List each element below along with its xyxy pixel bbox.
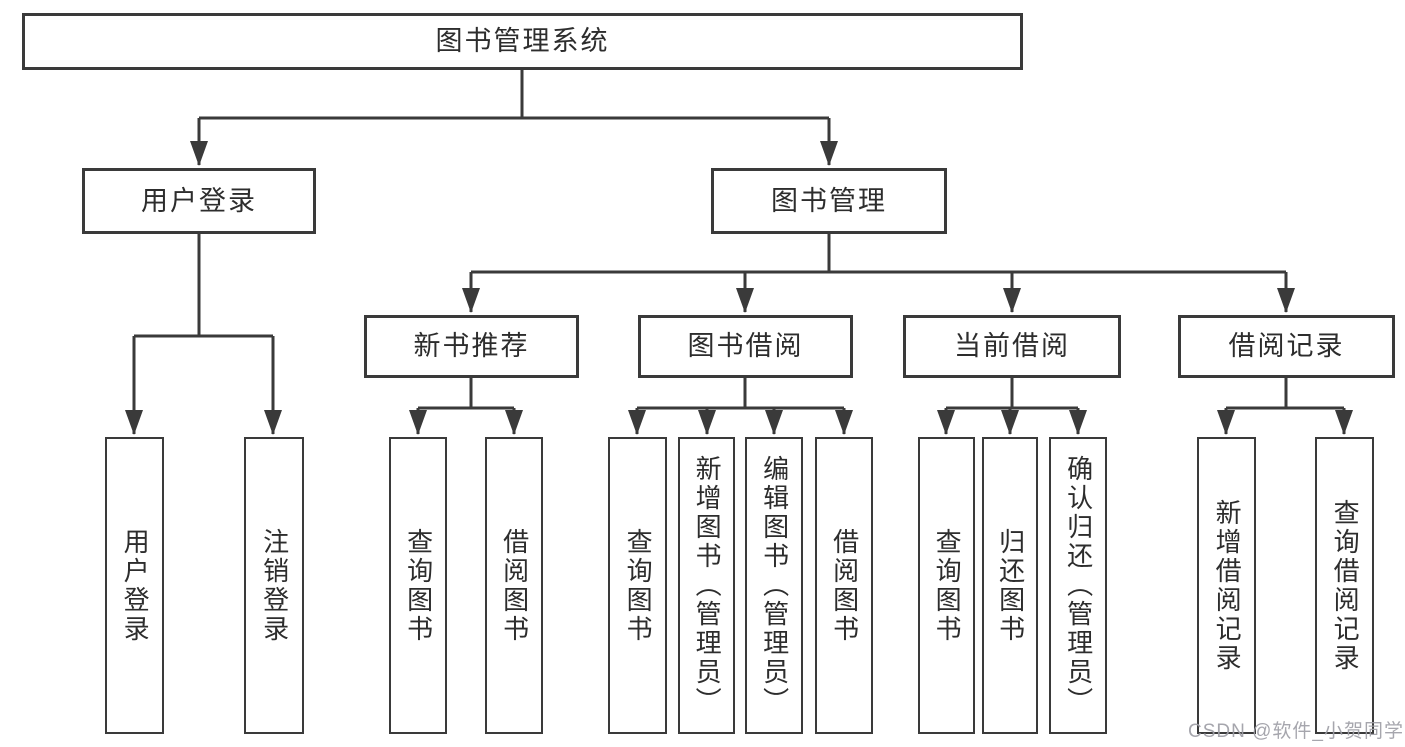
leaf-query-books-borrowing: 查询图书 bbox=[608, 437, 667, 734]
node-user-login: 用户登录 bbox=[82, 168, 316, 234]
leaf-add-books-admin: 新增图书（管理员） bbox=[678, 437, 735, 734]
node-library-management-system: 图书管理系统 bbox=[22, 13, 1023, 70]
leaf-user-login: 用户登录 bbox=[105, 437, 164, 734]
node-book-management: 图书管理 bbox=[711, 168, 947, 234]
leaf-add-borrow-record: 新增借阅记录 bbox=[1197, 437, 1256, 734]
leaf-edit-books-admin: 编辑图书（管理员） bbox=[745, 437, 803, 734]
leaf-confirm-return-admin: 确认归还（管理员） bbox=[1049, 437, 1107, 734]
leaf-return-books: 归还图书 bbox=[982, 437, 1038, 734]
node-book-borrowing: 图书借阅 bbox=[638, 315, 853, 378]
node-current-borrowing: 当前借阅 bbox=[903, 315, 1121, 378]
leaf-borrow-books: 借阅图书 bbox=[815, 437, 873, 734]
node-new-book-recommend: 新书推荐 bbox=[364, 315, 579, 378]
leaf-borrow-books-recommend: 借阅图书 bbox=[485, 437, 543, 734]
csdn-watermark: CSDN @软件_小贺同学 bbox=[1188, 721, 1404, 742]
leaf-query-books-current: 查询图书 bbox=[918, 437, 975, 734]
leaf-query-borrow-record: 查询借阅记录 bbox=[1315, 437, 1374, 734]
node-borrowing-records: 借阅记录 bbox=[1178, 315, 1395, 378]
leaf-query-books-recommend: 查询图书 bbox=[389, 437, 447, 734]
leaf-logout: 注销登录 bbox=[244, 437, 304, 734]
